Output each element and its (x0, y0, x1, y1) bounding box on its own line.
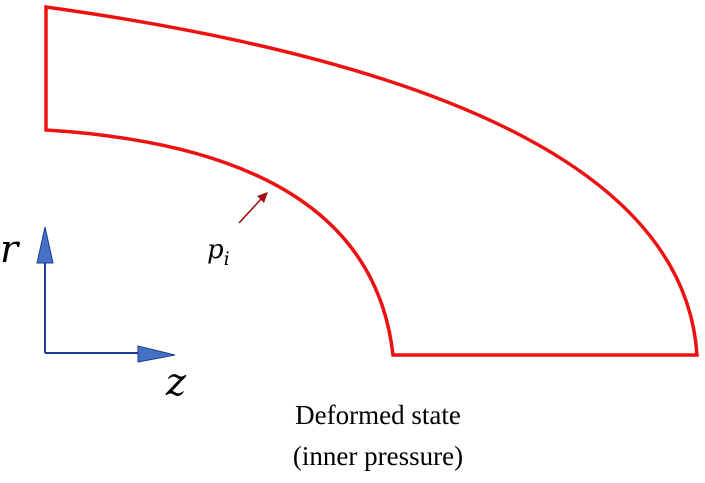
pressure-arrow (238, 192, 268, 224)
r-axis-label: r (0, 227, 21, 271)
coordinate-axes (36, 226, 176, 363)
r-axis-arrowhead (36, 226, 54, 264)
caption-line-1: Deformed state (295, 400, 461, 430)
caption-line-2: (inner pressure) (293, 441, 463, 471)
deformed-body-outline (44, 4, 699, 357)
pressure-symbol: p (207, 235, 224, 265)
pressure-label: pi (207, 235, 230, 270)
pressure-subscript: i (224, 248, 230, 270)
z-axis-label: z (165, 360, 187, 404)
z-axis-arrowhead (137, 345, 176, 363)
